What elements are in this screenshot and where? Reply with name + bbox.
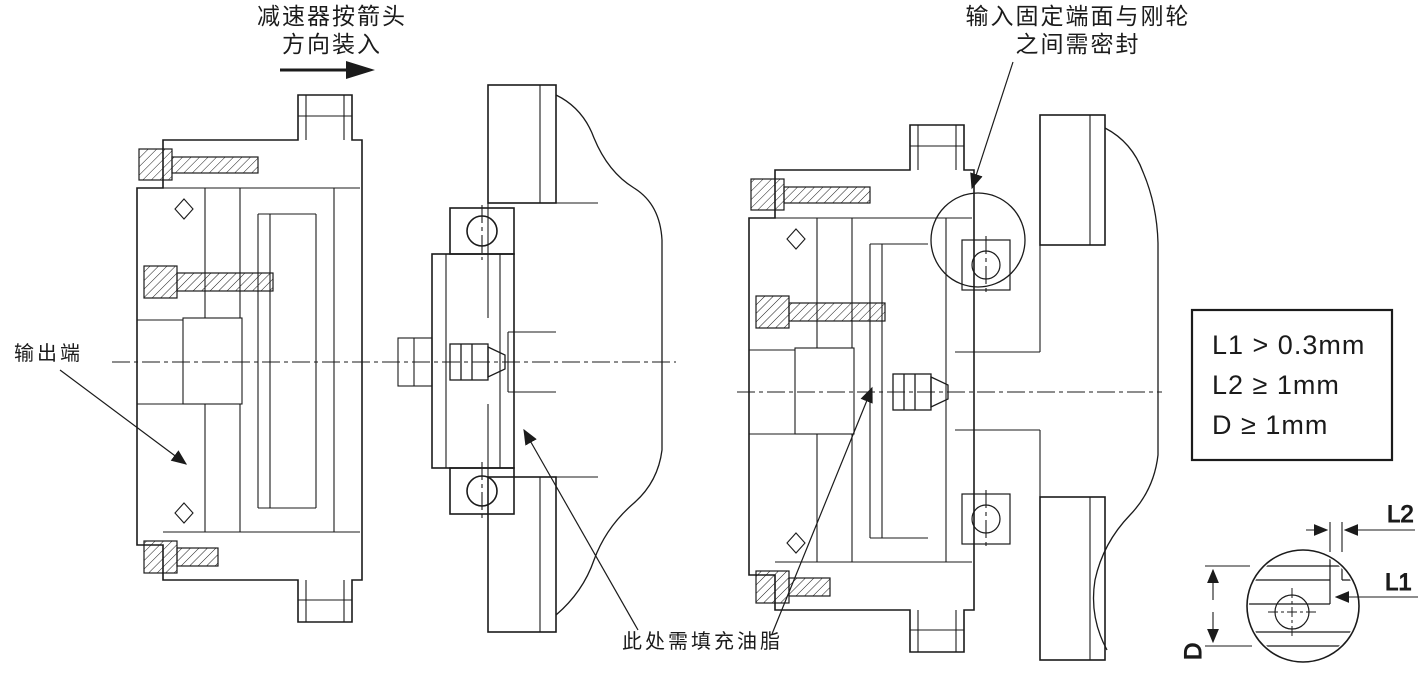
input-flange-upper — [487, 84, 557, 204]
install-direction-arrow-icon — [280, 61, 375, 79]
dimension-l1: L1 — [1334, 568, 1418, 603]
grease-leader-left — [523, 428, 639, 631]
output-end-leader-line — [59, 369, 188, 465]
input-flange-lower — [487, 476, 557, 633]
grease-fill-callout: 此处需填充油脂 — [523, 386, 873, 653]
spec-row-l1: L1 > 0.3mm — [1212, 330, 1365, 360]
seal-note-line1: 输入固定端面与刚轮 — [966, 3, 1191, 29]
housing-bolts — [138, 148, 274, 574]
housing-internal-lines — [749, 217, 972, 563]
wave-generator-details — [397, 254, 501, 468]
dimension-l1-label: L1 — [1385, 569, 1412, 596]
install-direction-note: 减速器按箭头 方向装入 — [257, 3, 407, 79]
detail-circle — [1246, 549, 1360, 663]
diamond-section-symbols — [174, 198, 194, 524]
housing-outline — [748, 124, 975, 653]
detail-ball-centerlines — [1268, 588, 1316, 636]
shaft-break-line — [1092, 127, 1159, 651]
seal-gap-detail-view: L2 L1 D — [1179, 500, 1418, 663]
seal-note-leader-line — [970, 61, 1014, 190]
input-flange-upper — [1039, 114, 1106, 246]
input-flange-details — [487, 85, 598, 632]
input-flange-lower — [1039, 496, 1106, 661]
output-reducer-view — [136, 94, 363, 623]
housing-outline — [136, 94, 363, 623]
diamond-section-symbols — [786, 228, 806, 554]
output-end-callout: 输出端 — [14, 342, 188, 465]
dimension-l2: L2 — [1306, 500, 1415, 552]
housing-lug-details — [298, 95, 352, 622]
shaft-break-line — [555, 94, 663, 616]
dimension-d: D — [1179, 565, 1252, 661]
input-flange-details — [955, 115, 1091, 660]
spec-row-l2: L2 ≥ 1mm — [1212, 370, 1340, 400]
centerlines — [112, 205, 1162, 548]
spec-row-d: D ≥ 1mm — [1212, 410, 1328, 440]
seal-note-line2: 之间需密封 — [1016, 31, 1141, 57]
assembled-reducer-view — [748, 114, 1159, 661]
housing-internal-lines — [137, 187, 360, 533]
dimension-l2-label: L2 — [1387, 501, 1414, 528]
grease-note-label: 此处需填充油脂 — [622, 630, 783, 653]
install-note-line1: 减速器按箭头 — [257, 3, 407, 29]
spec-box-border — [1190, 308, 1394, 462]
install-note-line2: 方向装入 — [282, 31, 382, 57]
housing-lug-details — [910, 125, 964, 652]
wave-generator-input-view — [397, 84, 663, 633]
wave-generator-hub — [431, 253, 515, 469]
dimension-d-label: D — [1180, 643, 1207, 660]
output-end-label: 输出端 — [14, 342, 83, 365]
dimension-spec-box: L1 > 0.3mm L2 ≥ 1mm D ≥ 1mm — [1190, 308, 1394, 462]
housing-bolts — [750, 178, 886, 604]
seal-detail-circle — [930, 192, 1026, 288]
seal-requirement-note: 输入固定端面与刚轮 之间需密封 — [966, 3, 1191, 190]
